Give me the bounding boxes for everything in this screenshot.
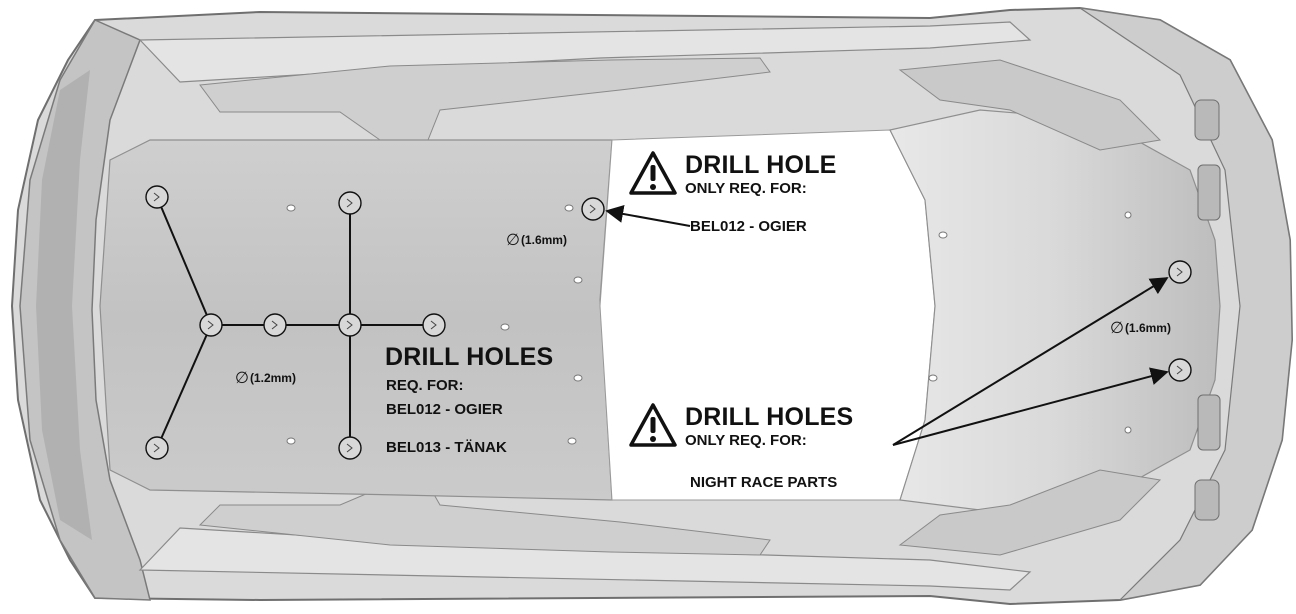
- drill-hole: [1168, 260, 1192, 284]
- drill-hole: [145, 185, 169, 209]
- diameter-icon: ∅: [235, 370, 249, 387]
- drill-hole-ticks: [153, 192, 1183, 453]
- drill-hole: [422, 313, 446, 337]
- drill-hole: [145, 436, 169, 460]
- callout-left-diameter: ∅(1.2mm): [235, 370, 296, 387]
- drill-hole: [338, 436, 362, 460]
- drill-hole: [1168, 358, 1192, 382]
- drill-hole: [263, 313, 287, 337]
- front-bumper-inner: [36, 70, 92, 540]
- callout-right-subheading: ONLY REQ. FOR:: [685, 432, 807, 449]
- drill-holes: [145, 185, 1192, 460]
- lower-brace: [898, 469, 1162, 556]
- drill-hole: [199, 313, 223, 337]
- upper-brace: [898, 59, 1162, 151]
- hole-connector-lines: [156, 196, 434, 449]
- callout-left-item-2: BEL013 - TÄNAK: [386, 439, 507, 456]
- callout-left-heading: DRILL HOLES: [385, 343, 554, 371]
- callout-right-item: NIGHT RACE PARTS: [690, 474, 838, 491]
- callout-right-heading: DRILL HOLES: [685, 403, 854, 431]
- callout-arrows: [605, 205, 1169, 446]
- rear-bumper: [1079, 7, 1293, 601]
- drill-hole: [338, 313, 362, 337]
- diameter-icon: ∅: [1110, 320, 1124, 337]
- top-rail: [199, 57, 771, 161]
- warning-icon: [629, 151, 677, 195]
- bottom-sill: [138, 527, 1032, 591]
- warning-icon: [629, 403, 677, 447]
- drill-hole: [581, 197, 605, 221]
- callout-top-item: BEL012 - OGIER: [690, 218, 807, 235]
- mounting-points: [286, 204, 1132, 445]
- callout-top-diameter: ∅(1.6mm): [506, 232, 567, 249]
- rear-brackets: [1194, 99, 1221, 521]
- callout-top-subheading: ONLY REQ. FOR:: [685, 180, 807, 197]
- callout-left-item-1: BEL012 - OGIER: [386, 401, 503, 418]
- arrow-right-lower: [892, 367, 1169, 446]
- callout-left-subheading: REQ. FOR:: [386, 377, 464, 394]
- top-sill: [138, 21, 1032, 83]
- arrow-top: [605, 205, 691, 227]
- callout-right-diameter: ∅(1.6mm): [1110, 320, 1171, 337]
- diameter-icon: ∅: [506, 232, 520, 249]
- arrow-right-upper: [892, 277, 1169, 446]
- bottom-rail: [198, 469, 771, 556]
- rear-section: [889, 109, 1221, 511]
- drill-hole: [338, 191, 362, 215]
- callout-top-heading: DRILL HOLE: [685, 151, 837, 179]
